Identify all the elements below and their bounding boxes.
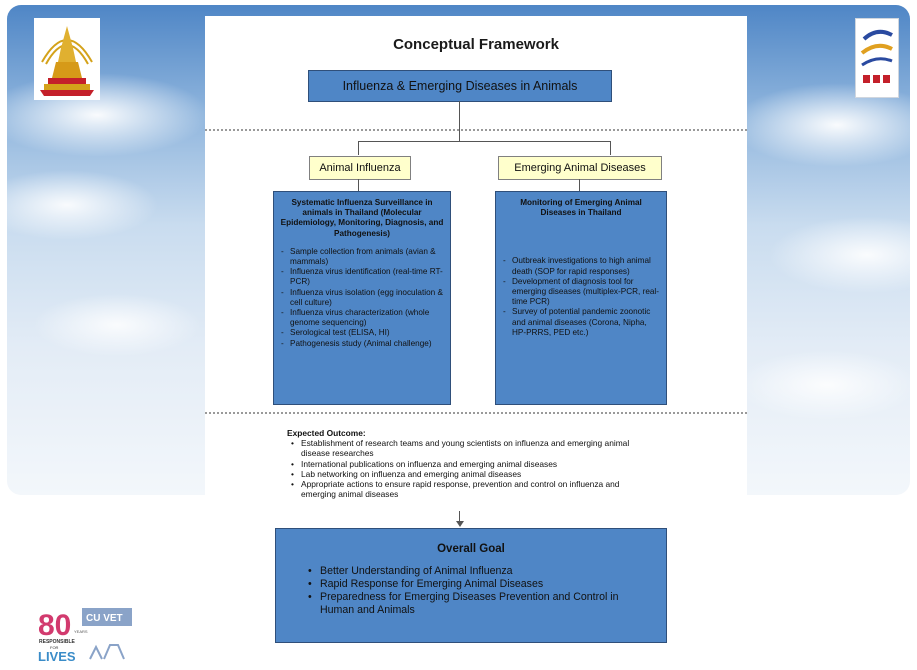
connector-to-goal: [459, 511, 460, 522]
list-item: Establishment of research teams and youn…: [291, 438, 647, 458]
arrow-to-goal: [456, 521, 464, 527]
connector-top-vertical: [459, 101, 460, 141]
list-item: Lab networking on influenza and emerging…: [291, 469, 647, 479]
logo-tag-for: FOR: [50, 645, 59, 650]
top-box-label: Influenza & Emerging Diseases in Animals: [342, 79, 578, 93]
dotted-divider-bottom: [205, 412, 747, 414]
list-item: Serological test (ELISA, HI): [281, 328, 446, 338]
label-emerging-animal-diseases: Emerging Animal Diseases: [498, 156, 662, 180]
box-overall-goal: Overall Goal Better Understanding of Ani…: [275, 528, 667, 643]
slide-title: Conceptual Framework: [393, 36, 559, 53]
connector-left-drop: [358, 141, 359, 155]
list-item: Outbreak investigations to high animal d…: [503, 256, 662, 276]
emerging-monitoring-heading: Monitoring of Emerging Animal Diseases i…: [520, 198, 642, 218]
connector-left-box: [358, 179, 359, 191]
connector-right-drop: [610, 141, 611, 155]
list-item: International publications on influenza …: [291, 459, 647, 469]
logo-number: 80: [38, 609, 71, 642]
cu-vet-80-years-logo: 80 CU VET YEARS RESPONSIBLE FOR LIVES: [38, 605, 138, 664]
list-item: Influenza virus characterization (whole …: [281, 308, 446, 328]
logo-tag-lives: LIVES: [38, 649, 76, 663]
expected-outcome-section: Expected Outcome: Establishment of resea…: [287, 428, 647, 499]
logo-years: YEARS: [74, 629, 88, 634]
list-item: Survey of potential pandemic zoonotic an…: [503, 307, 662, 338]
dotted-divider-top: [205, 129, 747, 131]
overall-goal-list: Better Understanding of Animal Influenza…: [276, 565, 666, 617]
logo-tag-responsible: RESPONSIBLE: [39, 639, 76, 645]
box-emerging-diseases-monitoring: Monitoring of Emerging Animal Diseases i…: [495, 191, 667, 405]
label-animal-influenza: Animal Influenza: [309, 156, 411, 180]
label-emerging-animal-diseases-text: Emerging Animal Diseases: [514, 162, 646, 174]
label-animal-influenza-text: Animal Influenza: [319, 162, 401, 174]
influenza-surveillance-heading: Systematic Influenza Surveillance in ani…: [280, 198, 444, 238]
list-item: Better Understanding of Animal Influenza: [308, 565, 654, 578]
logo-brand: CU VET: [86, 613, 123, 624]
chulalongkorn-logo: [34, 18, 100, 100]
connector-horizontal: [358, 141, 610, 142]
expected-outcome-list: Establishment of research teams and youn…: [287, 438, 647, 499]
institute-logo: [855, 18, 899, 98]
cu-vet-80-years-emblem: 80 CU VET YEARS RESPONSIBLE FOR LIVES: [38, 608, 132, 664]
list-item: Influenza virus isolation (egg inoculati…: [281, 288, 446, 308]
connector-right-box: [579, 179, 580, 191]
list-item: Preparedness for Emerging Diseases Preve…: [308, 591, 654, 617]
influenza-surveillance-list: Sample collection from animals (avian & …: [274, 247, 450, 349]
list-item: Pathogenesis study (Animal challenge): [281, 339, 446, 349]
list-item: Sample collection from animals (avian & …: [281, 247, 446, 267]
list-item: Appropriate actions to ensure rapid resp…: [291, 479, 647, 499]
expected-outcome-heading: Expected Outcome:: [287, 428, 366, 438]
list-item: Rapid Response for Emerging Animal Disea…: [308, 578, 654, 591]
box-influenza-surveillance: Systematic Influenza Surveillance in ani…: [273, 191, 451, 405]
emerging-monitoring-list: Outbreak investigations to high animal d…: [496, 256, 666, 338]
overall-goal-heading: Overall Goal: [437, 543, 505, 555]
framework-slide: Conceptual Framework Influenza & Emergin…: [205, 16, 747, 670]
list-item: Influenza virus identification (real-tim…: [281, 267, 446, 287]
top-box-influenza-emerging: Influenza & Emerging Diseases in Animals: [308, 70, 612, 102]
list-item: Development of diagnosis tool for emergi…: [503, 277, 662, 308]
